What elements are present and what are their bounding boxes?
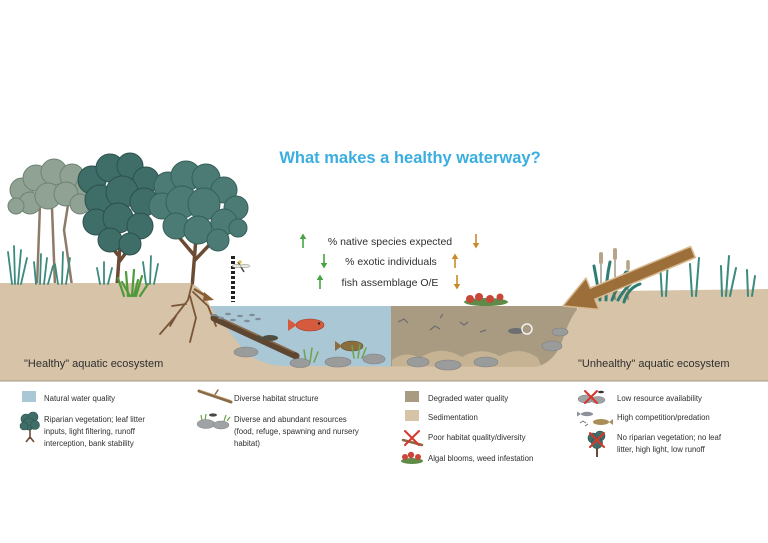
legend-label: Low resource availability <box>617 394 702 403</box>
legend-label: interception, bank stability <box>44 439 134 448</box>
diagram-title: What makes a healthy waterway? <box>279 149 540 167</box>
legend-label: Diverse and abundant resources <box>234 415 347 424</box>
natural-water-swatch <box>22 391 36 402</box>
legend-label: Diverse habitat structure <box>234 394 319 403</box>
legend-label: Natural water quality <box>44 394 115 403</box>
indicator-label: % native species expected <box>328 236 452 248</box>
indicator-label: % exotic individuals <box>345 256 437 268</box>
degraded-water-swatch <box>405 391 419 402</box>
legend-label: No riparian vegetation; no leaf <box>617 433 722 442</box>
legend-label: (food, refuge, spawning and nursery <box>234 427 359 436</box>
legend-label: Poor habitat quality/diversity <box>428 433 526 442</box>
legend-label: litter, high light, low runoff <box>617 445 706 454</box>
unhealthy-ecosystem-label: "Unhealthy" aquatic ecosystem <box>578 358 730 370</box>
legend-label: habitat) <box>234 439 260 448</box>
legend-label: Degraded water quality <box>428 394 508 403</box>
sediment-swatch <box>405 410 419 421</box>
indicator-label: fish assemblage O/E <box>342 277 439 289</box>
healthy-ecosystem-label: "Healthy" aquatic ecosystem <box>24 358 163 370</box>
legend-label: Riparian vegetation; leaf litter <box>44 415 145 424</box>
legend-label: inputs, light filtering, runoff <box>44 427 136 436</box>
legend-label: Algal blooms, weed infestation <box>428 454 533 463</box>
legend-label: High competition/predation <box>617 413 710 422</box>
legend-label: Sedimentation <box>428 413 478 422</box>
